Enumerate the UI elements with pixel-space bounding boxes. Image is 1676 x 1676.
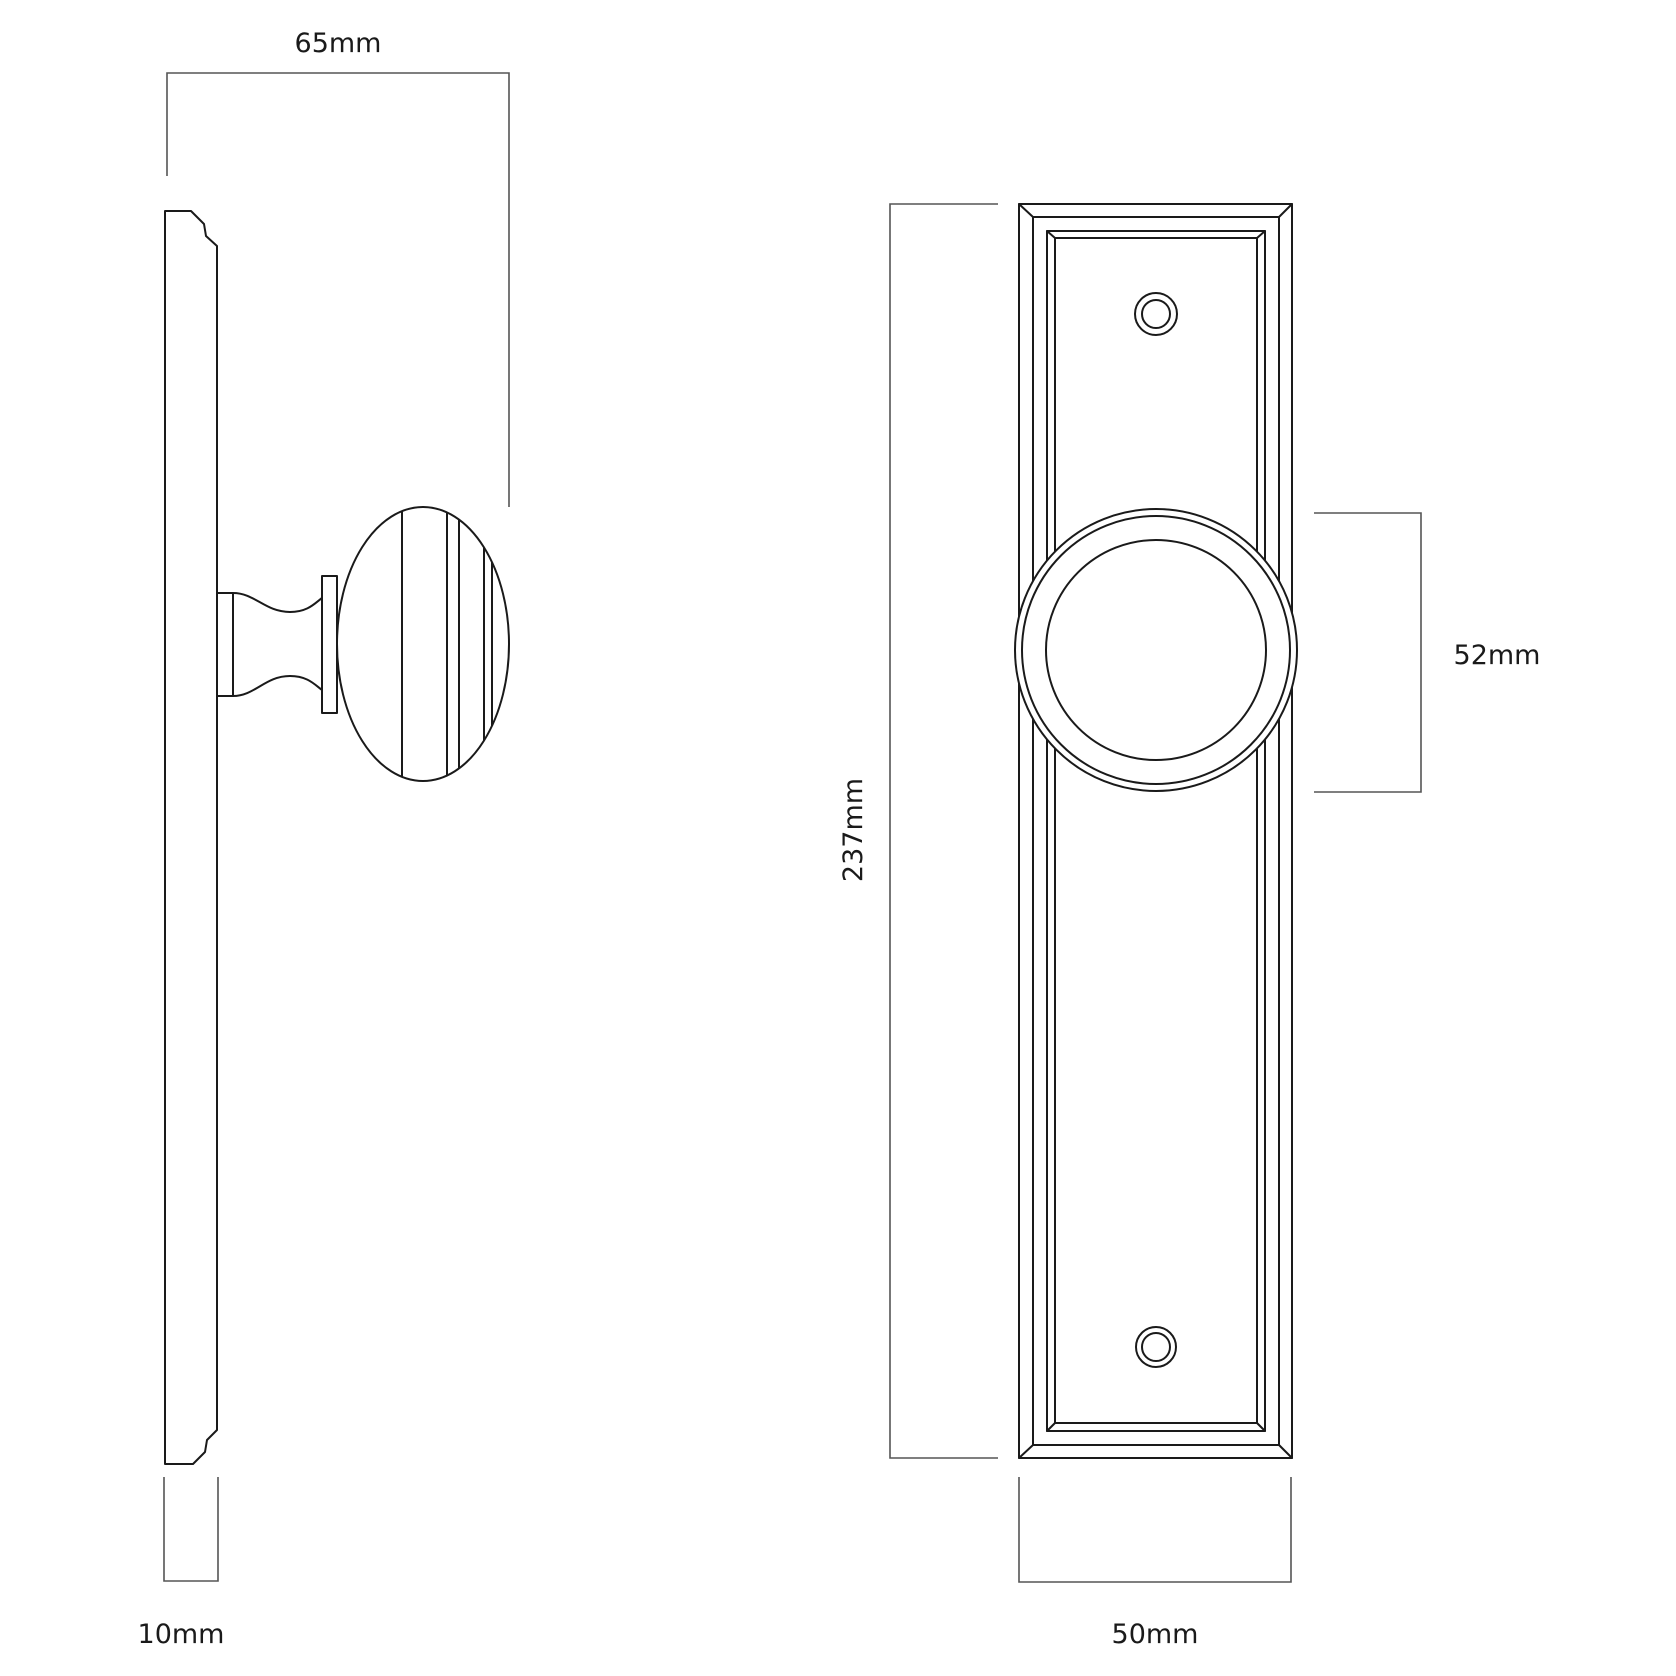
dimension-plate-height: 237mm — [838, 203, 998, 1459]
screw-hole-bottom — [1135, 1326, 1177, 1368]
knob-body-side — [337, 506, 510, 782]
knob-grooves — [401, 507, 493, 781]
dimension-line-knob — [1314, 512, 1422, 793]
backplate-bevel-corners — [1018, 203, 1293, 1459]
dimension-plate-thickness: 10mm — [138, 1477, 225, 1650]
knob-neck-side — [232, 592, 323, 613]
knob-face — [1045, 539, 1267, 761]
dimension-label-width: 50mm — [1112, 1619, 1199, 1650]
dimension-label-height: 237mm — [838, 778, 869, 882]
panel-corners — [1046, 230, 1266, 1432]
knob-rose-side — [216, 592, 234, 697]
dimension-plate-width: 50mm — [1018, 1477, 1292, 1650]
front-view: 237mm — [838, 203, 1541, 1650]
dimension-projection: 65mm — [166, 28, 510, 507]
backplate-inner-panel — [1046, 230, 1266, 1432]
screw-hole-top — [1134, 292, 1178, 336]
backplate-side-profile — [164, 210, 218, 1465]
dimension-label-knob: 52mm — [1454, 640, 1541, 671]
knob-rim — [1021, 515, 1291, 785]
backplate-bevel — [1032, 216, 1280, 1446]
dimension-line-width — [1018, 1477, 1292, 1583]
knob-collar-side — [321, 575, 338, 714]
dimension-line-thickness — [163, 1477, 219, 1582]
side-view: 65mm — [138, 28, 510, 1650]
backplate-innermost-panel — [1054, 237, 1258, 1424]
dimension-label-projection: 65mm — [295, 28, 382, 59]
dimension-knob-diameter: 52mm — [1314, 512, 1541, 793]
knob-neck-side-lower — [232, 675, 323, 697]
dimension-label-thickness: 10mm — [138, 1619, 225, 1650]
knob-front — [1014, 508, 1298, 792]
dimension-line-height — [889, 203, 998, 1459]
backplate-outer — [1018, 203, 1293, 1459]
dimension-line-projection — [166, 72, 510, 507]
